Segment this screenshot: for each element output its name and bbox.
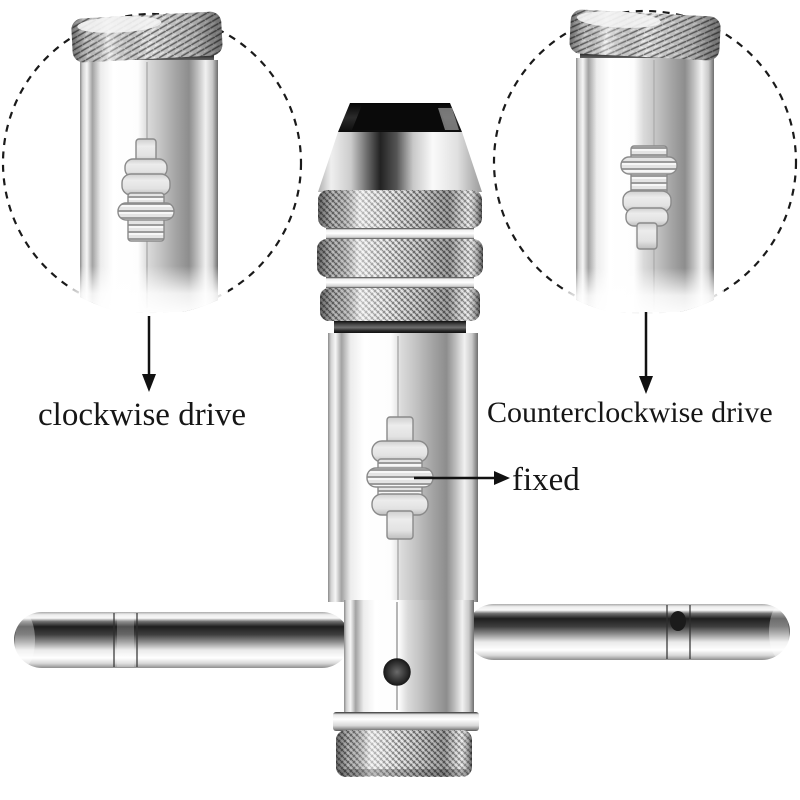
selector-switch-up (117, 138, 175, 242)
left-magnifier-circle (1, 11, 303, 392)
pin-hole (383, 658, 411, 686)
down-arrow-icon (142, 316, 156, 392)
flange-disc (333, 712, 479, 731)
clockwise-drive-label: clockwise drive (38, 397, 247, 433)
lower-body (344, 600, 474, 714)
fixed-label: fixed (512, 462, 580, 498)
ratchet-selector-switch (366, 416, 434, 540)
knurled-knob (336, 730, 472, 777)
right-magnifier-circle (492, 9, 798, 394)
t-handle-bar-right (466, 604, 790, 660)
chuck-knurled-bands (317, 190, 483, 321)
knurled-cap-left (71, 11, 223, 63)
selector-switch-down (620, 145, 678, 250)
t-handle-bar-left (14, 612, 350, 668)
knurled-cap-right (569, 9, 721, 61)
counterclockwise-drive-label: Counterclockwise drive (487, 396, 773, 429)
tap-wrench-body (14, 103, 790, 777)
down-arrow-icon (639, 312, 653, 394)
chuck-shoulder (318, 132, 482, 192)
dashed-circle-border (492, 9, 798, 315)
right-arrow-icon (414, 471, 510, 485)
